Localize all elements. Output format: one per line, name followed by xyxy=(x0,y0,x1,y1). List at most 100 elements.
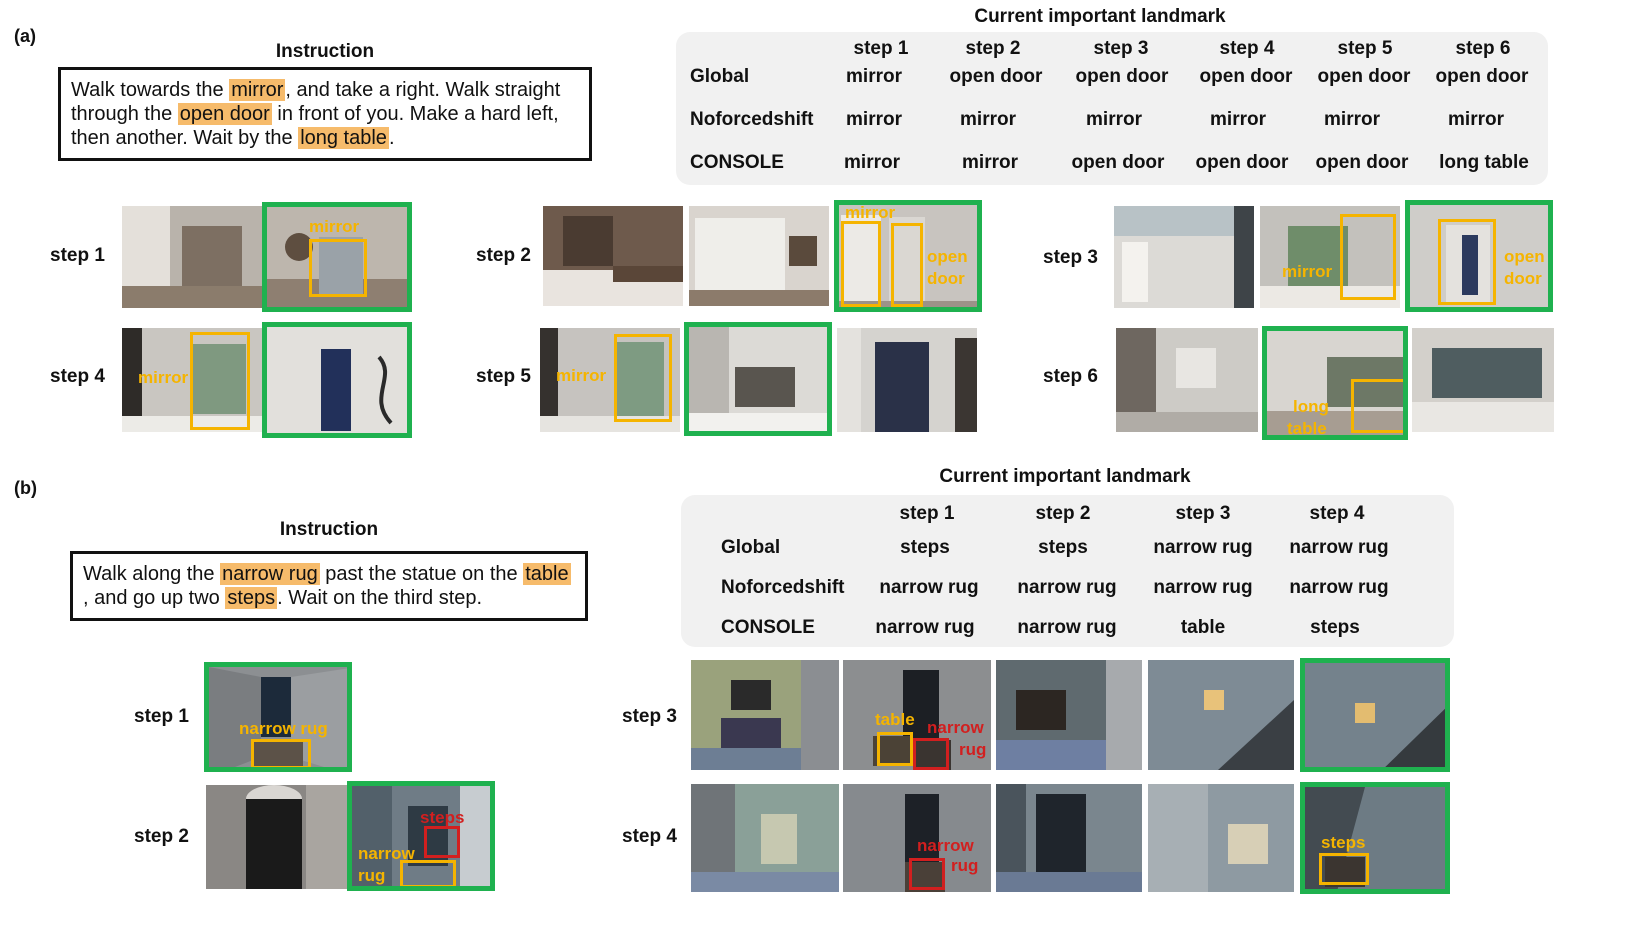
view-image xyxy=(122,206,266,308)
table-cell: narrow rug xyxy=(1153,537,1253,558)
table-cell: narrow rug xyxy=(1289,577,1389,598)
view-image: mirror xyxy=(1260,206,1400,308)
instruction-text: Walk along the xyxy=(83,563,221,585)
landmark-highlight: steps xyxy=(225,587,278,609)
selected-view-image: steps xyxy=(1300,782,1450,894)
table-heading-b: Current important landmark xyxy=(939,466,1191,487)
view-image xyxy=(691,660,839,770)
view-image xyxy=(1148,660,1294,770)
table-cell: mirror xyxy=(1210,109,1266,130)
landmark-box-label: open xyxy=(1504,247,1545,266)
table-cell: steps xyxy=(1038,537,1088,558)
view-image: mirror xyxy=(540,328,680,432)
table-heading-a: Current important landmark xyxy=(974,6,1226,27)
table-cell: narrow rug xyxy=(1017,617,1117,638)
table-cell: steps xyxy=(1310,617,1360,638)
selected-view-image xyxy=(1300,658,1450,772)
alt-landmark-box-label: steps xyxy=(420,808,465,827)
table-cell: narrow rug xyxy=(875,617,975,638)
landmark-box-label: door xyxy=(927,269,965,288)
landmark-table-b: step 1 step 2 step 3 step 4 Global steps… xyxy=(681,495,1454,647)
column-header: step 4 xyxy=(1219,38,1275,59)
column-header: step 4 xyxy=(1309,503,1365,524)
selected-view-image: mirror open door xyxy=(834,200,982,312)
selected-view-image xyxy=(262,322,412,438)
instruction-heading-b: Instruction xyxy=(279,519,379,540)
landmark-box xyxy=(190,332,250,430)
landmark-box-label: mirror xyxy=(309,217,360,236)
table-cell: mirror xyxy=(962,152,1018,173)
table-cell: open door xyxy=(1075,66,1169,87)
alt-landmark-box-label: narrow xyxy=(927,718,984,737)
row-name-console: CONSOLE xyxy=(721,617,815,638)
alt-landmark-box-label: narrow xyxy=(917,836,974,855)
table-cell: mirror xyxy=(1324,109,1380,130)
alt-landmark-box xyxy=(424,826,460,858)
table-cell: open door xyxy=(1317,66,1411,87)
table-cell: mirror xyxy=(846,109,902,130)
landmark-box xyxy=(1340,214,1396,300)
landmark-box-label: narrow rug xyxy=(239,719,328,738)
landmark-box-label: open xyxy=(927,247,968,266)
landmark-box-label: narrow xyxy=(358,844,415,863)
instruction-box-a: Walk towards the mirror, and take a righ… xyxy=(58,67,592,161)
landmark-box-label: table xyxy=(875,710,915,729)
landmark-box xyxy=(877,732,913,766)
view-image xyxy=(996,660,1142,770)
panel-b-label: (b) xyxy=(14,478,37,498)
landmark-highlight: table xyxy=(523,563,571,585)
landmark-highlight: mirror xyxy=(229,79,286,101)
column-header: step 2 xyxy=(965,38,1021,59)
selected-view-image xyxy=(684,322,832,436)
column-header: step 3 xyxy=(1175,503,1231,524)
panel-a-label: (a) xyxy=(14,26,36,46)
landmark-box-label: table xyxy=(1287,419,1327,438)
step-label: step 1 xyxy=(134,706,189,727)
view-image xyxy=(1116,328,1258,432)
view-image: narrow rug xyxy=(843,784,991,892)
instruction-text: . Wait on the third step. xyxy=(277,587,483,609)
landmark-box-label: steps xyxy=(1321,833,1366,852)
step-label: step 5 xyxy=(476,366,531,387)
alt-landmark-box-label: rug xyxy=(951,856,979,875)
landmark-highlight: open door xyxy=(177,103,272,125)
column-header: step 3 xyxy=(1093,38,1149,59)
table-cell: open door xyxy=(1195,152,1289,173)
step-label: step 4 xyxy=(50,366,105,387)
instruction-text: , and take a right. Walk straight throug… xyxy=(71,79,561,125)
row-name-noforcedshift: Noforcedshift xyxy=(721,577,845,598)
step-label: step 3 xyxy=(622,706,677,727)
table-cell: open door xyxy=(949,66,1043,87)
landmark-box-label: mirror xyxy=(1282,262,1333,281)
table-cell: table xyxy=(1180,617,1226,638)
landmark-box xyxy=(309,239,367,297)
view-image xyxy=(1114,206,1254,308)
row-name-noforcedshift: Noforcedshift xyxy=(690,109,814,130)
landmark-box-label: mirror xyxy=(138,368,189,387)
view-image xyxy=(996,784,1142,892)
row-name-global: Global xyxy=(721,537,781,558)
alt-landmark-box-label: rug xyxy=(959,740,987,759)
landmark-box xyxy=(1319,853,1369,885)
instruction-text: Walk towards the xyxy=(71,79,230,101)
table-cell: mirror xyxy=(1448,109,1504,130)
view-image xyxy=(1148,784,1294,892)
step-label: step 4 xyxy=(622,826,677,847)
table-cell: open door xyxy=(1071,152,1165,173)
landmark-box xyxy=(251,739,311,767)
view-image: mirror xyxy=(122,328,266,432)
instruction-heading-a: Instruction xyxy=(275,41,375,62)
landmark-box-label: mirror xyxy=(845,203,896,222)
instruction-text: in front of you. Make a hard left, then … xyxy=(71,103,559,149)
instruction-box-b: Walk along the narrow rug past the statu… xyxy=(70,551,588,621)
landmark-box-label: door xyxy=(1504,269,1542,288)
view-image xyxy=(837,328,977,432)
row-name-global: Global xyxy=(690,66,750,87)
selected-view-image: long table xyxy=(1262,326,1408,440)
landmark-box-label: long xyxy=(1293,397,1329,416)
instruction-text: , and go up two xyxy=(83,587,226,609)
table-cell: narrow rug xyxy=(879,577,979,598)
selected-view-image: steps narrow rug xyxy=(347,781,495,891)
landmark-highlight: long table xyxy=(298,127,389,149)
step-label: step 2 xyxy=(134,826,189,847)
